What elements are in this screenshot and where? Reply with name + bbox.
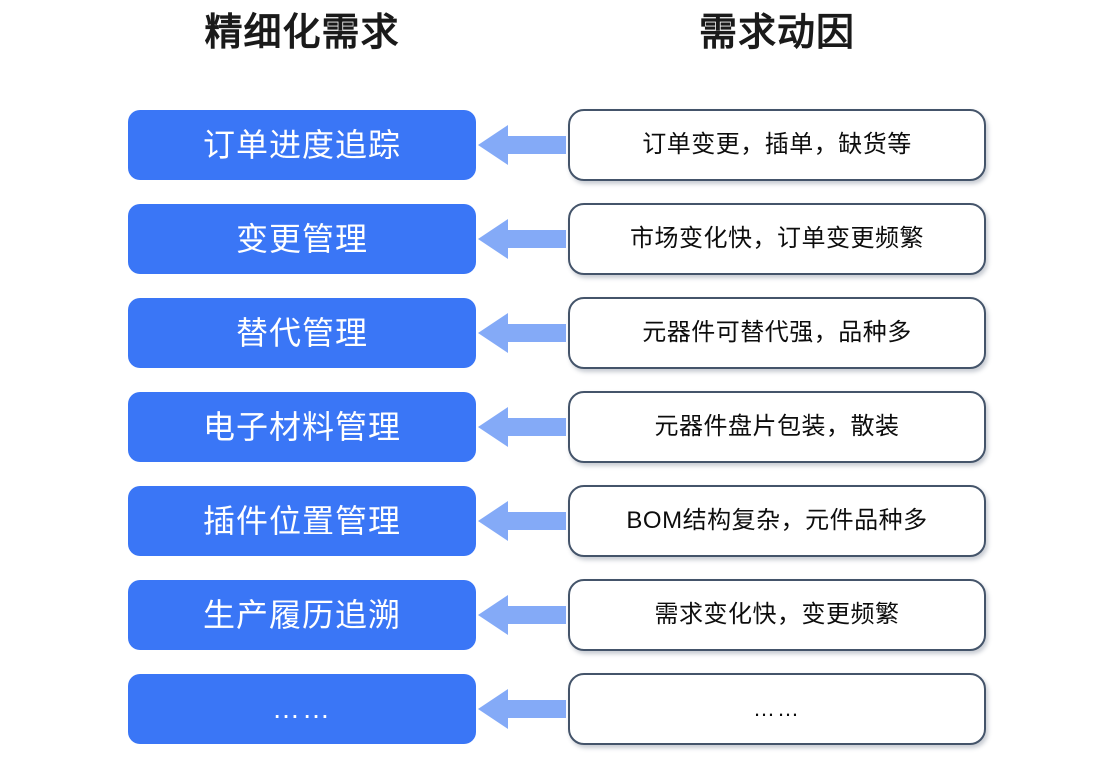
requirement-box-4[interactable]: 电子材料管理 bbox=[128, 392, 476, 462]
requirement-label: …… bbox=[272, 693, 332, 724]
column-header-drivers: 需求动因 bbox=[698, 12, 855, 54]
requirement-box-1[interactable]: 订单进度追踪 bbox=[128, 110, 476, 180]
requirement-box-2[interactable]: 变更管理 bbox=[128, 204, 476, 274]
cause-label: 订单变更，插单，缺货等 bbox=[642, 131, 912, 158]
left-arrow-icon bbox=[478, 687, 566, 731]
requirement-label: 订单进度追踪 bbox=[202, 127, 401, 163]
left-arrow-icon bbox=[478, 123, 566, 167]
diagram-row: 替代管理 元器件可替代强，品种多 bbox=[0, 297, 1100, 369]
left-arrow-icon bbox=[478, 593, 566, 637]
requirement-box-7[interactable]: …… bbox=[128, 674, 476, 744]
cause-label: 市场变化快，订单变更频繁 bbox=[630, 225, 924, 252]
diagram-row: 变更管理 市场变化快，订单变更频繁 bbox=[0, 203, 1100, 275]
cause-box-7[interactable]: …… bbox=[568, 673, 986, 745]
diagram-row: 生产履历追溯 需求变化快，变更频繁 bbox=[0, 579, 1100, 651]
diagram-row: 订单进度追踪 订单变更，插单，缺货等 bbox=[0, 109, 1100, 181]
column-header-requirements: 精细化需求 bbox=[204, 12, 400, 54]
cause-label: 元器件盘片包装，散装 bbox=[654, 413, 900, 440]
cause-box-4[interactable]: 元器件盘片包装，散装 bbox=[568, 391, 986, 463]
cause-label: …… bbox=[753, 696, 801, 721]
cause-box-2[interactable]: 市场变化快，订单变更频繁 bbox=[568, 203, 986, 275]
requirement-box-5[interactable]: 插件位置管理 bbox=[128, 486, 476, 556]
left-arrow-icon bbox=[478, 405, 566, 449]
requirement-label: 替代管理 bbox=[235, 315, 368, 351]
requirement-label: 变更管理 bbox=[235, 221, 368, 257]
diagram-rows: 订单进度追踪 订单变更，插单，缺货等 变更管理 市场变化快，订单变更频繁 替代管… bbox=[0, 109, 1100, 768]
cause-box-5[interactable]: BOM结构复杂，元件品种多 bbox=[568, 485, 986, 557]
left-arrow-icon bbox=[478, 499, 566, 543]
left-arrow-icon bbox=[478, 311, 566, 355]
diagram-row: 插件位置管理 BOM结构复杂，元件品种多 bbox=[0, 485, 1100, 557]
requirement-label: 插件位置管理 bbox=[202, 503, 401, 539]
cause-label: 需求变化快，变更频繁 bbox=[654, 601, 900, 628]
left-arrow-icon bbox=[478, 217, 566, 261]
cause-box-1[interactable]: 订单变更，插单，缺货等 bbox=[568, 109, 986, 181]
cause-box-6[interactable]: 需求变化快，变更频繁 bbox=[568, 579, 986, 651]
diagram-row: …… …… bbox=[0, 673, 1100, 745]
cause-box-3[interactable]: 元器件可替代强，品种多 bbox=[568, 297, 986, 369]
requirement-box-3[interactable]: 替代管理 bbox=[128, 298, 476, 368]
requirement-box-6[interactable]: 生产履历追溯 bbox=[128, 580, 476, 650]
cause-label: BOM结构复杂，元件品种多 bbox=[626, 507, 928, 534]
cause-label: 元器件可替代强，品种多 bbox=[642, 319, 912, 346]
requirement-label: 电子材料管理 bbox=[202, 409, 401, 445]
diagram-row: 电子材料管理 元器件盘片包装，散装 bbox=[0, 391, 1100, 463]
requirement-label: 生产履历追溯 bbox=[202, 597, 401, 633]
